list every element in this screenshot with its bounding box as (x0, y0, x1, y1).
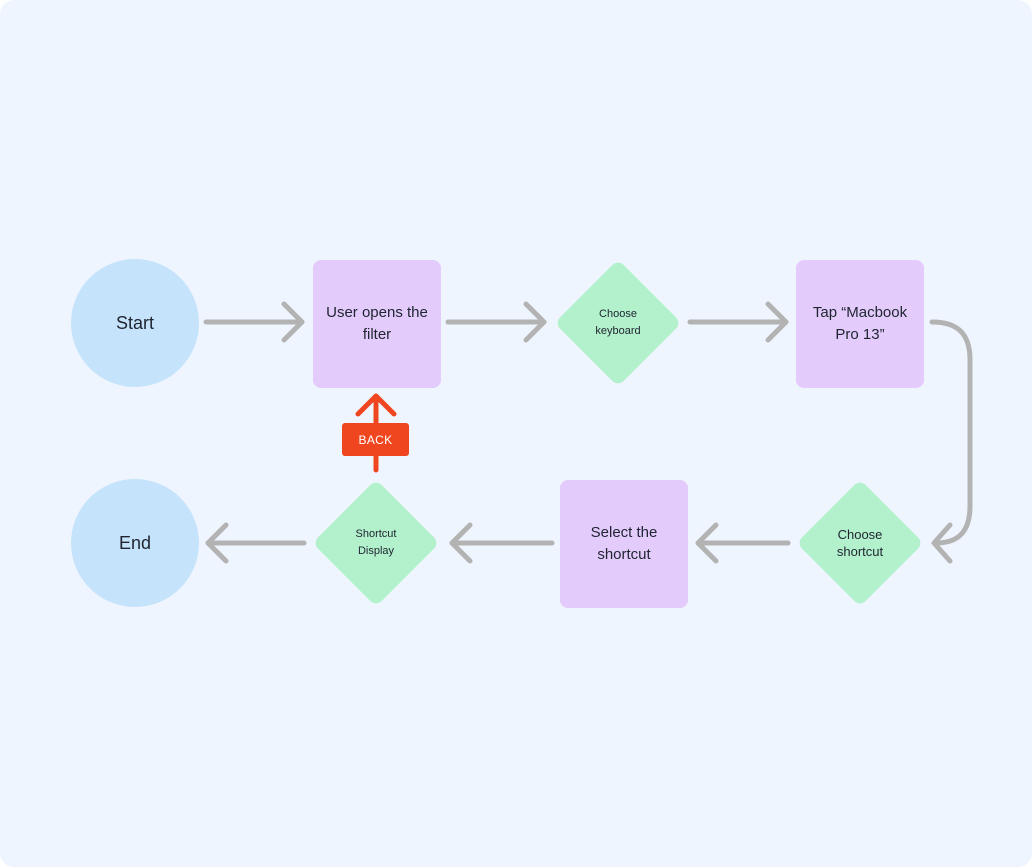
arrow-display-to-end (205, 522, 307, 564)
process-tap-macbook: Tap “Macbook Pro 13” (796, 260, 924, 388)
process-select-shortcut: Select the shortcut (560, 480, 688, 608)
tap-macbook-label: Tap “Macbook Pro 13” (812, 304, 908, 343)
arrow-start-to-filter (203, 301, 305, 343)
start-node: Start (71, 259, 199, 387)
end-node: End (71, 479, 199, 607)
arrow-filter-to-keyboard (445, 301, 547, 343)
start-label: Start (115, 312, 154, 333)
decision-shortcut-display: Shortcut Display (312, 479, 440, 607)
arrow-keyboard-to-macbook (687, 301, 789, 343)
arrow-macbook-to-choose-shortcut (929, 319, 973, 564)
arrow-select-to-display (449, 522, 555, 564)
back-badge[interactable]: BACK (342, 423, 409, 456)
end-label: End (118, 532, 152, 553)
back-label: BACK (358, 432, 393, 447)
choose-shortcut-label: Choose shortcut (836, 527, 884, 559)
user-opens-filter-label: User opens the filter (326, 304, 428, 343)
shortcut-display-label: Shortcut Display (355, 528, 397, 557)
decision-choose-shortcut: Choose shortcut (796, 479, 924, 607)
select-shortcut-label: Select the shortcut (590, 524, 658, 563)
process-user-opens-filter: User opens the filter (313, 260, 441, 388)
decision-choose-keyboard: Choose keyboard (554, 259, 682, 387)
choose-keyboard-label: Choose keyboard (595, 308, 641, 337)
arrow-choose-to-select-shortcut (695, 522, 791, 564)
